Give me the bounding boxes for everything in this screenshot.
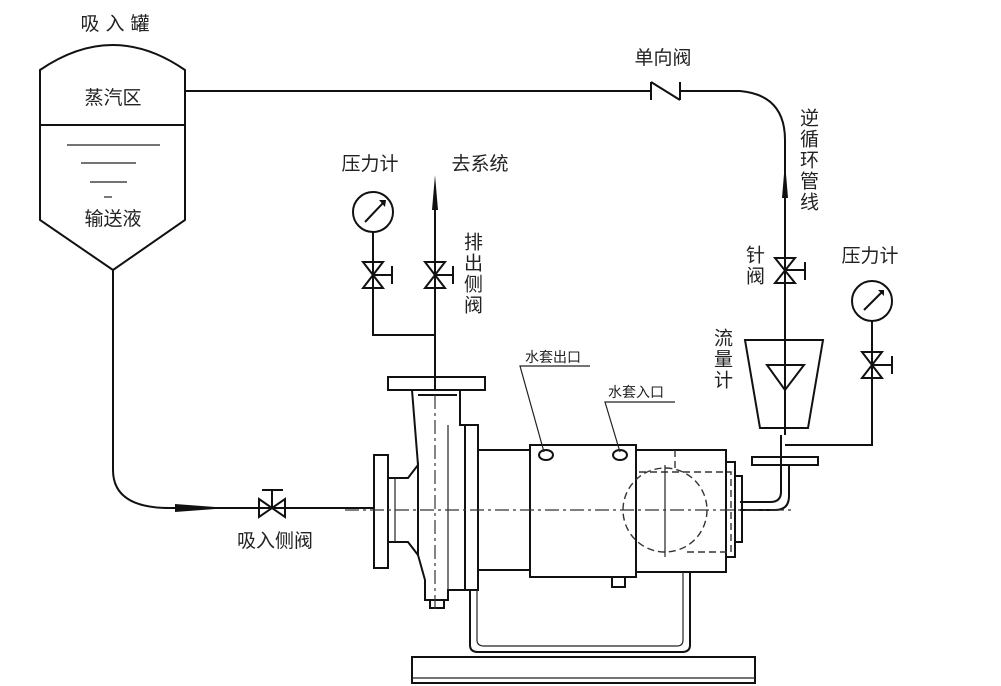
flow-arrow-icon — [782, 162, 788, 198]
to-system-label: 去系统 — [451, 153, 508, 175]
suction-tank: 吸 入 罐 蒸汽区 输送液 — [39, 13, 186, 272]
jacket-outlet-label: 水套出口 — [525, 350, 581, 366]
pressure-gauge-right-label: 压力计 — [841, 245, 898, 267]
vapor-zone-label: 蒸汽区 — [84, 87, 141, 109]
discharge-line: 去系统 压力计 排出侧阀 — [341, 153, 509, 390]
base-plate — [411, 656, 756, 684]
needle-valve-label: 针阀 — [743, 245, 765, 287]
jacket-inlet-label: 水套入口 — [608, 385, 664, 401]
pressure-gauge-icon — [352, 191, 394, 233]
tank-title: 吸 入 罐 — [80, 13, 149, 35]
jacket-labels: 水套出口 水套入口 — [519, 350, 675, 453]
discharge-valve-icon — [422, 261, 454, 289]
suction-arrow-icon — [175, 504, 215, 512]
pressure-gauge-left-label: 压力计 — [341, 153, 398, 175]
gauge-valve-icon — [360, 261, 393, 289]
needle-valve-icon — [772, 257, 806, 284]
suction-line: 吸入侧阀 — [112, 270, 375, 552]
check-valve-label: 单向阀 — [634, 47, 691, 69]
suction-valve-label: 吸入侧阀 — [237, 530, 313, 552]
recirculation-line-label: 逆循环管线 — [797, 108, 819, 213]
canned-pump — [345, 376, 795, 684]
recirculation-line: 单向阀 逆循环管线 针阀 流量计 压力计 — [185, 47, 899, 511]
to-system-arrow-icon — [432, 175, 438, 210]
gauge-valve-icon — [859, 351, 893, 379]
flow-meter-icon — [743, 339, 825, 429]
flow-meter-label: 流量计 — [711, 328, 733, 391]
check-valve-icon — [650, 81, 681, 101]
suction-valve-icon — [258, 489, 286, 519]
liquid-label: 输送液 — [84, 208, 141, 230]
discharge-valve-label: 排出侧阀 — [461, 232, 483, 316]
outlet-flange — [751, 456, 819, 466]
